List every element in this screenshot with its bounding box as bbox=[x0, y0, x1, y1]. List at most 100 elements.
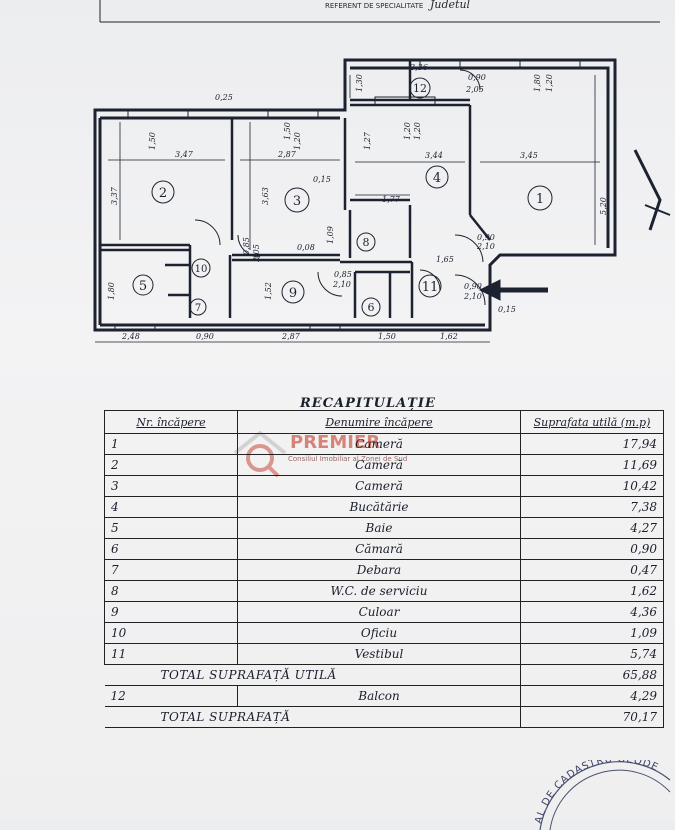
recap-title: RECAPITULAȚIE bbox=[300, 396, 436, 411]
room-name: Oficiu bbox=[237, 622, 521, 644]
dim-label: 1,09 bbox=[326, 226, 335, 244]
room-name: Vestibul bbox=[237, 643, 521, 665]
dim-label: 3,47 bbox=[175, 150, 194, 159]
room-nr: 5 bbox=[104, 517, 238, 539]
total-util-value: 65,88 bbox=[520, 664, 664, 686]
room-area: 17,94 bbox=[520, 433, 664, 455]
room-nr: 8 bbox=[104, 580, 238, 602]
dim-label: 1,52 bbox=[264, 282, 273, 300]
room-number: 9 bbox=[289, 286, 297, 301]
dim-label: 1,30 bbox=[355, 74, 364, 92]
total-label: TOTAL SUPRAFAȚĂ bbox=[104, 706, 521, 728]
room-area: 4,29 bbox=[520, 685, 664, 707]
room-number: 8 bbox=[363, 236, 370, 249]
room-nr: 11 bbox=[104, 643, 238, 665]
room-name: Cameră bbox=[237, 454, 521, 476]
room-name: Cameră bbox=[237, 475, 521, 497]
dim-label: 1,50 bbox=[148, 132, 157, 150]
room-number: 12 bbox=[413, 82, 427, 95]
room-area: 10,42 bbox=[520, 475, 664, 497]
room-area: 0,47 bbox=[520, 559, 664, 581]
room-area: 11,69 bbox=[520, 454, 664, 476]
room-number: 2 bbox=[159, 186, 167, 201]
room-number: 10 bbox=[195, 264, 208, 275]
stamp-text: AL DE CADASTRU GEODE bbox=[533, 760, 659, 825]
dim-label: 1,20 bbox=[545, 74, 554, 92]
room-area: 7,38 bbox=[520, 496, 664, 518]
dim-label: 3,37 bbox=[110, 186, 119, 205]
dim-label: 0,90 bbox=[464, 282, 482, 291]
header-referent: REFERENT DE SPECIALITATE bbox=[325, 2, 424, 10]
room-number: 3 bbox=[293, 194, 301, 209]
dim-label: 1,77 bbox=[382, 195, 401, 204]
room-number: 1 bbox=[536, 192, 544, 207]
dim-label: 0,08 bbox=[297, 243, 315, 252]
room-name: Debara bbox=[237, 559, 521, 581]
dim-label: 0,15 bbox=[498, 305, 516, 314]
room-number: 7 bbox=[195, 303, 201, 314]
dim-label: 2,10 bbox=[332, 280, 351, 289]
room-nr: 7 bbox=[104, 559, 238, 581]
room-area: 4,27 bbox=[520, 517, 664, 539]
room-name: Cameră bbox=[237, 433, 521, 455]
dim-label: 1,27 bbox=[363, 131, 372, 150]
room-nr: 6 bbox=[104, 538, 238, 560]
room-area: 1,62 bbox=[520, 580, 664, 602]
room-nr: 10 bbox=[104, 622, 238, 644]
dim-label: 0,85 bbox=[242, 237, 251, 255]
dim-label: 0,25 bbox=[215, 93, 233, 102]
room-nr: 12 bbox=[104, 685, 238, 707]
col-header-denumire: Denumire încăpere bbox=[237, 410, 521, 434]
dim-label: 3,44 bbox=[425, 151, 443, 160]
cadastre-stamp-icon: AL DE CADASTRU GEODE bbox=[533, 760, 671, 830]
dim-label: 2,05 bbox=[465, 85, 484, 94]
total-util-label: TOTAL SUPRAFAȚĂ UTILĂ bbox=[104, 664, 521, 686]
floor-plan: 1 2 3 4 5 6 7 8 9 10 11 12 3,36 bbox=[93, 0, 671, 343]
dim-label: 2,87 bbox=[281, 332, 301, 341]
col-header-suprafata: Suprafata utilă (m.p) bbox=[520, 410, 664, 434]
dim-label: 2,87 bbox=[277, 150, 297, 159]
dim-label: 0,90 bbox=[196, 332, 214, 341]
room-area: 4,36 bbox=[520, 601, 664, 623]
dim-label: 2,48 bbox=[121, 332, 140, 341]
room-name: W.C. de serviciu bbox=[237, 580, 521, 602]
dim-label: 2,05 bbox=[252, 244, 261, 263]
room-area: 5,74 bbox=[520, 643, 664, 665]
room-area: 1,09 bbox=[520, 622, 664, 644]
room-name: Cămară bbox=[237, 538, 521, 560]
room-nr: 9 bbox=[104, 601, 238, 623]
room-name: Culoar bbox=[237, 601, 521, 623]
dim-label: 1,80 bbox=[107, 282, 116, 300]
dim-label: 1,80 bbox=[533, 74, 542, 92]
dim-label: 3,63 bbox=[261, 187, 270, 205]
dim-label: 1,62 bbox=[440, 332, 458, 341]
dim-label: 0,85 bbox=[334, 270, 352, 279]
dim-label: 2,10 bbox=[476, 242, 495, 251]
room-name: Baie bbox=[237, 517, 521, 539]
dim-label: 1,65 bbox=[436, 255, 454, 264]
room-nr: 2 bbox=[104, 454, 238, 476]
dim-label: 0,90 bbox=[477, 233, 495, 242]
room-number: 11 bbox=[422, 280, 439, 295]
dim-label: 3,45 bbox=[520, 151, 538, 160]
dim-label: 1,20 bbox=[413, 122, 422, 140]
dim-label: 0,90 bbox=[468, 73, 486, 82]
room-name: Balcon bbox=[237, 685, 521, 707]
room-nr: 4 bbox=[104, 496, 238, 518]
dim-label: 2,10 bbox=[463, 292, 482, 301]
svg-text:AL DE CADASTRU GEODE: AL DE CADASTRU GEODE bbox=[533, 760, 660, 825]
room-number: 4 bbox=[433, 171, 441, 186]
header-judet: Judetul bbox=[430, 0, 471, 11]
